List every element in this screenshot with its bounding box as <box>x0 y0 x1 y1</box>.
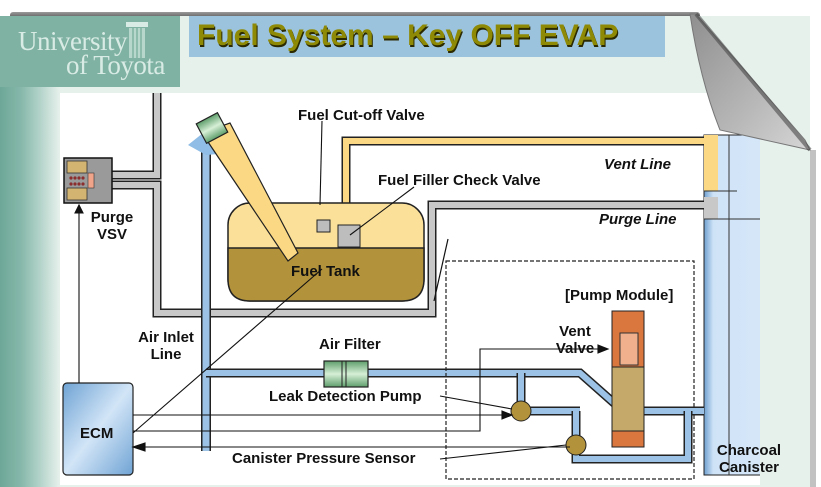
air-inlet-line-label: Air Inlet Line <box>130 329 202 363</box>
air-inlet-line-label-line2: Line <box>150 346 182 363</box>
charcoal-canister-label-line2: Canister <box>718 459 780 476</box>
left-gradient-bar <box>0 86 60 487</box>
title-bar: Fuel System – Key OFF EVAP <box>189 16 665 57</box>
air-filter-label: Air Filter <box>319 336 381 353</box>
logo-line-2: of Toyota <box>66 50 165 80</box>
ecm-box <box>62 382 134 476</box>
vent-valve-label-line1: Vent <box>559 323 591 340</box>
page-title: Fuel System – Key OFF EVAP <box>197 19 619 52</box>
university-of-toyota-logo: University of Toyota <box>0 16 180 87</box>
fuel-tank-label: Fuel Tank <box>291 263 360 280</box>
purge-line-label: Purge Line <box>599 211 677 228</box>
pump-module-label: [Pump Module] <box>565 287 674 304</box>
charcoal-canister-label-line1: Charcoal <box>716 442 782 459</box>
air-inlet-line-label-line1: Air Inlet <box>138 329 194 346</box>
vent-valve-label: Vent Valve <box>550 323 600 357</box>
purge-vsv-label-line2: VSV <box>96 226 127 243</box>
air-filter <box>323 360 369 388</box>
pump-module-box <box>445 260 695 480</box>
leak-detection-pump-label: Leak Detection Pump <box>269 388 422 405</box>
vent-valve-label-line2: Valve <box>555 340 595 357</box>
vent-line-label: Vent Line <box>604 156 671 173</box>
diagram-graphics <box>62 93 760 480</box>
canister-pressure-sensor-label: Canister Pressure Sensor <box>232 450 416 467</box>
signal-wires <box>74 120 610 460</box>
fuel-tank <box>195 111 425 302</box>
pump-module-plumbing <box>510 310 704 464</box>
purge-vsv <box>63 157 113 204</box>
purge-vsv-label-line1: Purge <box>90 209 134 226</box>
ecm-label: ECM <box>80 425 114 442</box>
fuel-filler-check-valve-label: Fuel Filler Check Valve <box>378 172 541 189</box>
logo-line-1: University <box>18 26 128 56</box>
purge-vsv-label: Purge VSV <box>86 209 138 243</box>
fuel-cutoff-valve-label: Fuel Cut-off Valve <box>298 107 425 124</box>
page-shadow <box>10 12 700 18</box>
column-pillar-icon <box>126 22 148 58</box>
charcoal-canister-label: Charcoal Canister <box>706 442 792 476</box>
evap-diagram <box>60 93 760 485</box>
